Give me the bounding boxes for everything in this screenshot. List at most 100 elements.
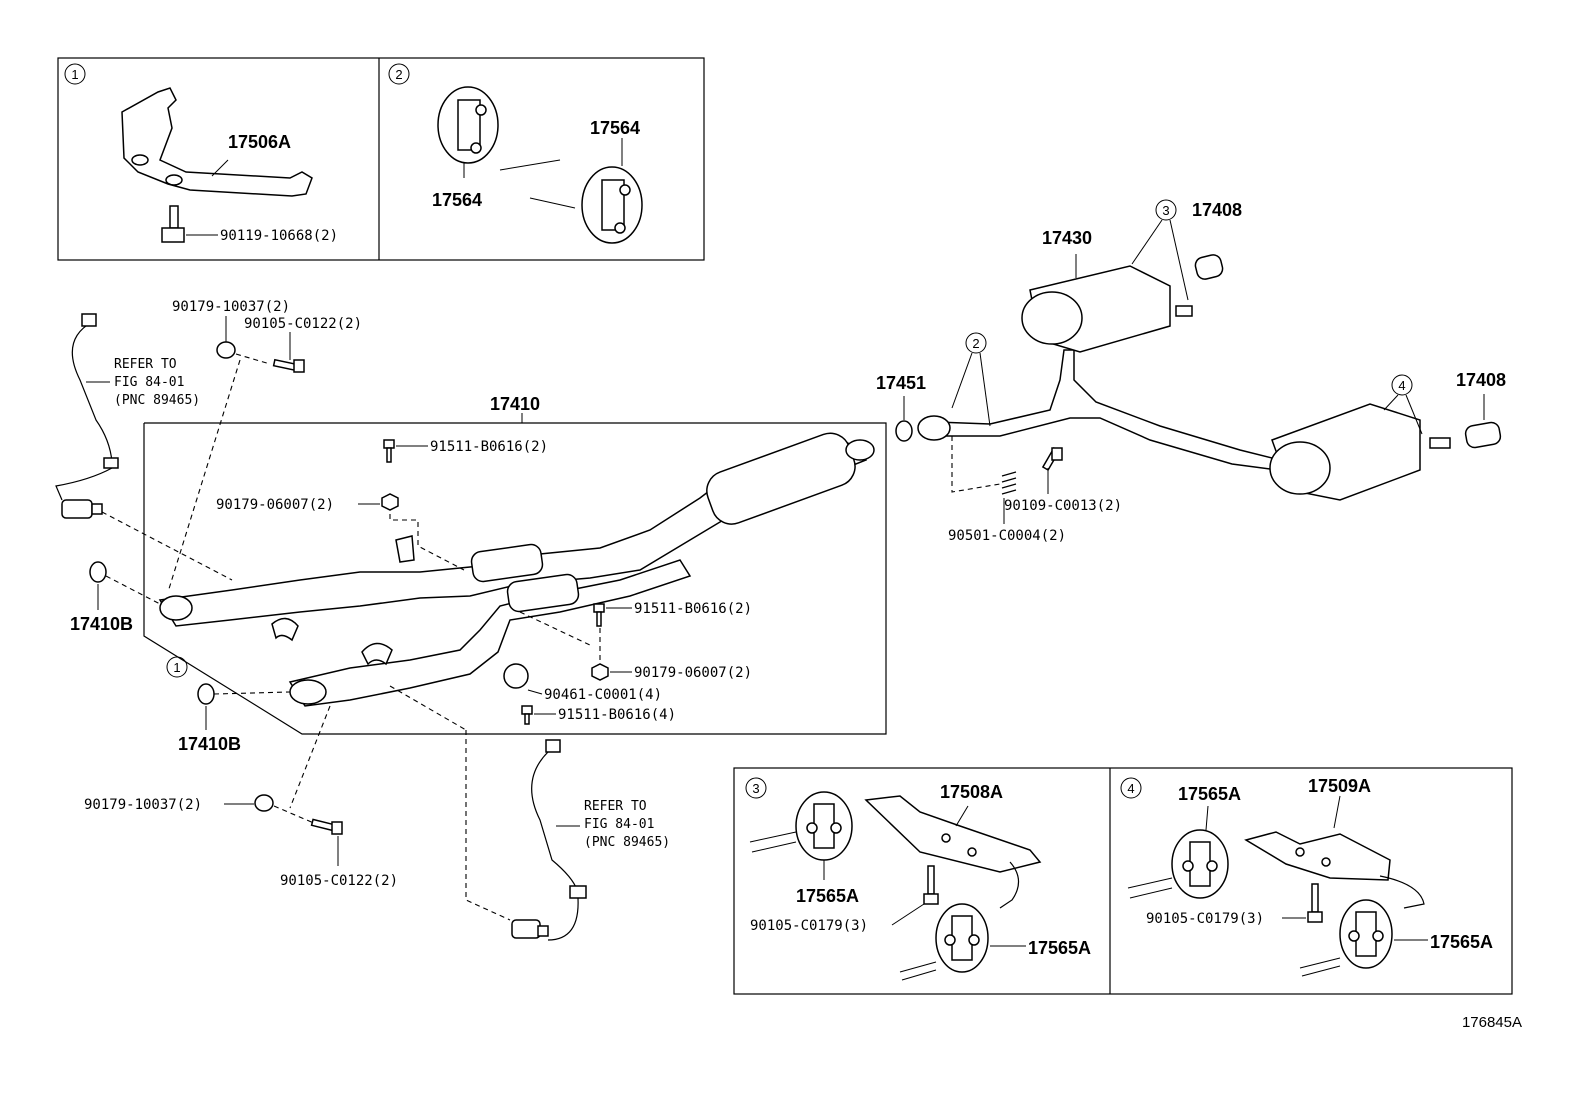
pre-muffler bbox=[706, 432, 856, 525]
label-90179-10037-top: 90179-10037(2) bbox=[172, 299, 290, 315]
label-90105-C0122-top: 90105-C0122(2) bbox=[244, 316, 362, 332]
flange-17451 bbox=[917, 415, 951, 441]
label-90105-C0122-bottom: 90105-C0122(2) bbox=[280, 873, 398, 889]
label-17410B-bottom: 17410B bbox=[178, 734, 241, 754]
label-17508A: 17508A bbox=[940, 782, 1003, 802]
label-91511-B0616-a: 91511-B0616(2) bbox=[430, 439, 548, 455]
refer-left-line2: FIG 84-01 bbox=[114, 375, 184, 390]
hanger-17564-a bbox=[437, 86, 499, 164]
nut-90179-06007-a bbox=[381, 493, 399, 511]
inset-1-2: 1 2 17506A 90119-10668(2) bbox=[57, 57, 705, 261]
tail-tip-17408-top bbox=[1194, 254, 1224, 280]
refer-bottom-line1: REFER TO bbox=[584, 799, 647, 814]
callout-3-inset-label: 3 bbox=[752, 781, 759, 796]
front-flange-upper bbox=[159, 595, 193, 621]
label-90179-10037-bottom: 90179-10037(2) bbox=[84, 797, 202, 813]
nut-90179-10037-top bbox=[216, 341, 236, 359]
hanger-17564-b bbox=[581, 166, 643, 244]
label-90461-C0001: 90461-C0001(4) bbox=[544, 687, 662, 703]
callout-2-rear bbox=[965, 332, 987, 354]
label-17451: 17451 bbox=[876, 373, 926, 393]
label-90119-10668: 90119-10668(2) bbox=[220, 228, 338, 244]
tail-tip-17408-right bbox=[1464, 421, 1502, 449]
callout-1-inset bbox=[64, 63, 86, 85]
label-17509A: 17509A bbox=[1308, 776, 1371, 796]
refer-left-line3: (PNC 89465) bbox=[114, 393, 200, 408]
bolt-91511-B0616-b bbox=[593, 603, 605, 627]
callout-3-rear-label: 3 bbox=[1162, 203, 1169, 218]
clamp-a bbox=[395, 535, 415, 563]
hanger-17565A-4b bbox=[1339, 899, 1393, 969]
label-17565A-4a: 17565A bbox=[1178, 784, 1241, 804]
gasket-90461-C0001 bbox=[503, 663, 529, 689]
converter-lower bbox=[506, 573, 580, 613]
label-91511-B0616-b: 91511-B0616(2) bbox=[634, 601, 752, 617]
refer-left-line1: REFER TO bbox=[114, 357, 177, 372]
callout-3-rear bbox=[1155, 199, 1177, 221]
gasket-17410B-left bbox=[89, 561, 107, 583]
refer-bottom-line3: (PNC 89465) bbox=[584, 835, 670, 850]
bracket-17509A bbox=[1244, 831, 1425, 909]
bolt-91511-B0616-a bbox=[383, 439, 395, 463]
label-90109-C0013: 90109-C0013(2) bbox=[1004, 498, 1122, 514]
refer-bottom-line2: FIG 84-01 bbox=[584, 817, 654, 832]
bolt-90119-10668 bbox=[161, 205, 185, 243]
label-90105-C0179-4: 90105-C0179(3) bbox=[1146, 911, 1264, 927]
hanger-17565A-3b bbox=[935, 903, 989, 973]
label-90179-06007-b: 90179-06007(2) bbox=[634, 665, 752, 681]
label-17565A-3b: 17565A bbox=[1028, 938, 1091, 958]
label-17565A-4b: 17565A bbox=[1430, 932, 1493, 952]
callout-2-inset-label: 2 bbox=[395, 67, 402, 82]
callout-3-inset bbox=[745, 777, 767, 799]
bracket-17508A bbox=[864, 795, 1042, 909]
spring-90501-C0004 bbox=[1001, 471, 1017, 495]
callout-2-rear-label: 2 bbox=[972, 336, 979, 351]
label-90501-C0004: 90501-C0004(2) bbox=[948, 528, 1066, 544]
label-91511-B0616-c: 91511-B0616(4) bbox=[558, 707, 676, 723]
callout-2-inset bbox=[388, 63, 410, 85]
label-17408-right: 17408 bbox=[1456, 370, 1506, 390]
bolt-90105-C0179-4 bbox=[1307, 883, 1323, 923]
callout-1-front bbox=[166, 656, 188, 678]
callout-1-inset-label: 1 bbox=[71, 67, 78, 82]
figure-id: 176845A bbox=[1462, 1014, 1522, 1031]
bracket-17506A bbox=[121, 87, 313, 197]
clamp-b bbox=[271, 617, 299, 642]
bolt-90105-C0179-3 bbox=[923, 865, 939, 905]
bolt-90109-C0013 bbox=[1041, 446, 1063, 472]
callout-4-rear-label: 4 bbox=[1398, 378, 1405, 393]
label-90179-06007-a: 90179-06007(2) bbox=[216, 497, 334, 513]
label-17410: 17410 bbox=[490, 394, 540, 414]
nut-90179-06007-b bbox=[591, 663, 609, 681]
label-17565A-3a: 17565A bbox=[796, 886, 859, 906]
gasket-17410B-bottom bbox=[197, 683, 215, 705]
front-flange-lower bbox=[289, 679, 327, 705]
gasket-17451 bbox=[895, 420, 913, 442]
bolt-91511-B0616-c bbox=[521, 705, 533, 725]
label-17564-top: 17564 bbox=[590, 118, 640, 138]
label-17408-top: 17408 bbox=[1192, 200, 1242, 220]
callout-4-rear bbox=[1391, 374, 1413, 396]
nut-90179-10037-bottom bbox=[254, 794, 274, 812]
label-17506A: 17506A bbox=[228, 132, 291, 152]
converter-upper bbox=[470, 543, 544, 583]
callout-1-front-label: 1 bbox=[173, 660, 180, 675]
callout-4-inset bbox=[1120, 777, 1142, 799]
rear-flange bbox=[845, 439, 875, 461]
tail-pipe-assembly-17430 bbox=[895, 254, 1502, 501]
label-17410B-left: 17410B bbox=[70, 614, 133, 634]
front-pipe-assembly-17410: 17410 91511-B0616(2) 90179-06007(2) bbox=[143, 394, 887, 735]
label-90105-C0179-3: 90105-C0179(3) bbox=[750, 918, 868, 934]
hanger-17565A-3a bbox=[795, 791, 853, 861]
label-17564-bottom: 17564 bbox=[432, 190, 482, 210]
inset-3-4: 3 4 17565A 17508A 90105-C0179(3) bbox=[733, 767, 1513, 995]
clamp-c bbox=[361, 642, 393, 666]
oxygen-sensor-left bbox=[55, 313, 119, 519]
hanger-17565A-4a bbox=[1171, 829, 1229, 899]
label-17430: 17430 bbox=[1042, 228, 1092, 248]
callout-4-inset-label: 4 bbox=[1127, 781, 1134, 796]
bolt-90105-C0122-top bbox=[272, 358, 305, 373]
oxygen-sensor-bottom bbox=[511, 739, 587, 941]
bolt-90105-C0122-bottom bbox=[310, 818, 343, 835]
